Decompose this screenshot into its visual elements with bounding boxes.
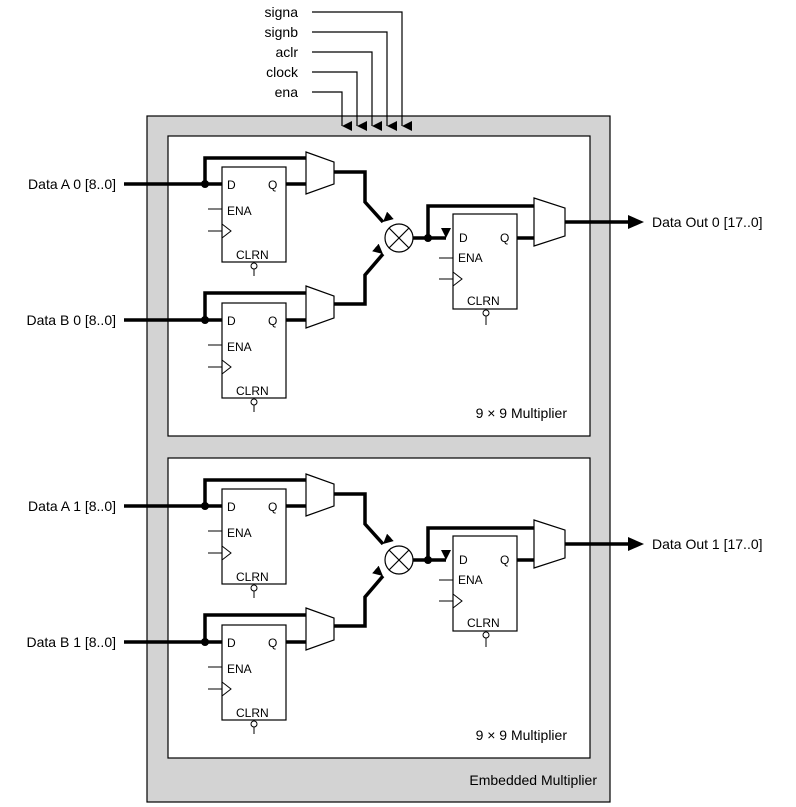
data-b-input-label: Data B 1 [8..0]: [27, 634, 117, 650]
data-out-label: Data Out 0 [17..0]: [652, 214, 763, 230]
svg-text:D: D: [459, 553, 468, 567]
control-signal-label: ena: [275, 84, 299, 100]
embedded-multiplier-label: Embedded Multiplier: [469, 772, 597, 788]
input-a-register: D Q ENA CLRN: [208, 166, 287, 276]
junction-dot: [201, 638, 209, 646]
data-b-input-label: Data B 0 [8..0]: [27, 312, 117, 328]
svg-text:Q: Q: [268, 178, 277, 192]
multiplier-label: 9 × 9 Multiplier: [476, 405, 568, 421]
svg-text:Q: Q: [500, 231, 509, 245]
multiplier-section-0: 9 × 9 Multiplier Data A 0 [8..0] D Q ENA…: [27, 135, 763, 437]
svg-text:CLRN: CLRN: [236, 384, 269, 398]
input-b-register: D Q ENA CLRN: [208, 302, 287, 412]
multiplier-section-1: 9 × 9 Multiplier Data A 1 [8..0] D Q ENA…: [27, 457, 763, 759]
svg-text:D: D: [227, 636, 236, 650]
control-signal-group: signa signb aclr clock ena: [265, 4, 412, 131]
svg-text:ENA: ENA: [227, 662, 252, 676]
control-signal-label: signb: [265, 24, 299, 40]
signa-line: [312, 11, 412, 131]
input-b-mux: [305, 607, 335, 651]
svg-text:D: D: [227, 500, 236, 514]
output-register: D Q ENA CLRN: [439, 213, 518, 325]
multiply-operator-icon: [384, 545, 414, 575]
control-signal-label: aclr: [275, 44, 298, 60]
svg-text:CLRN: CLRN: [467, 294, 500, 308]
output-mux: [533, 197, 566, 247]
svg-text:D: D: [227, 314, 236, 328]
svg-text:CLRN: CLRN: [236, 706, 269, 720]
multiply-operator-icon: [384, 223, 414, 253]
data-a-input-label: Data A 0 [8..0]: [28, 176, 116, 192]
control-signal-label: signa: [265, 4, 299, 20]
signb-line: [312, 31, 397, 131]
data-out-label: Data Out 1 [17..0]: [652, 536, 763, 552]
svg-text:Q: Q: [268, 500, 277, 514]
control-signal-label: clock: [266, 64, 299, 80]
svg-text:ENA: ENA: [458, 573, 483, 587]
svg-text:ENA: ENA: [227, 340, 252, 354]
data-a-input-label: Data A 1 [8..0]: [28, 498, 116, 514]
junction-dot: [201, 502, 209, 510]
clock-line: [312, 71, 367, 131]
output-mux: [533, 519, 566, 569]
svg-text:Q: Q: [268, 314, 277, 328]
input-a-register: D Q ENA CLRN: [208, 488, 287, 598]
input-a-mux: [305, 473, 335, 517]
output-register: D Q ENA CLRN: [439, 535, 518, 647]
svg-text:ENA: ENA: [458, 251, 483, 265]
input-a-mux: [305, 151, 335, 195]
svg-text:D: D: [459, 231, 468, 245]
junction-dot: [201, 180, 209, 188]
svg-text:CLRN: CLRN: [236, 248, 269, 262]
input-b-register: D Q ENA CLRN: [208, 624, 287, 734]
junction-dot: [201, 316, 209, 324]
input-b-mux: [305, 285, 335, 329]
svg-text:ENA: ENA: [227, 204, 252, 218]
svg-text:CLRN: CLRN: [236, 570, 269, 584]
ena-line: [312, 91, 352, 131]
svg-text:ENA: ENA: [227, 526, 252, 540]
svg-text:Q: Q: [268, 636, 277, 650]
svg-text:Q: Q: [500, 553, 509, 567]
svg-text:CLRN: CLRN: [467, 616, 500, 630]
aclr-line: [312, 51, 382, 131]
multiplier-label: 9 × 9 Multiplier: [476, 727, 568, 743]
svg-text:D: D: [227, 178, 236, 192]
